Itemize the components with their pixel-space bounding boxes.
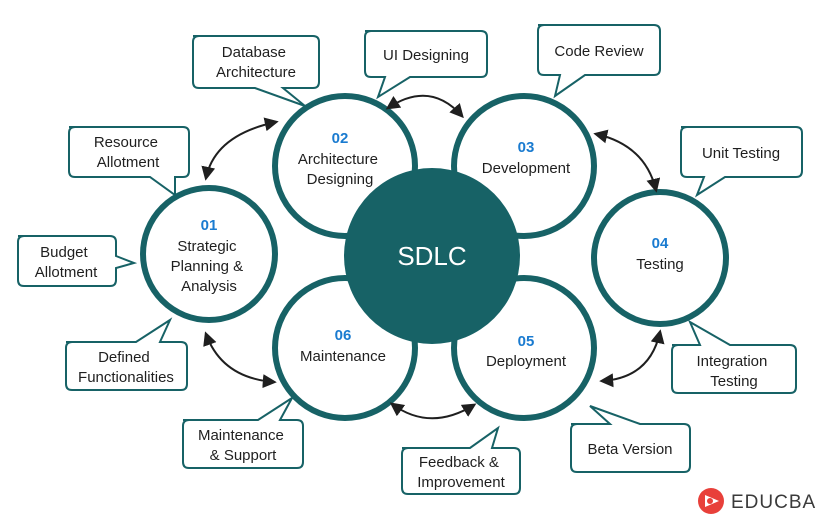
callout-unit-testing: Unit Testing: [680, 126, 803, 198]
callout-line: Testing: [710, 373, 758, 390]
callout-maintenance-support-text: Maintenance & Support: [198, 427, 288, 464]
stage-title-line: Maintenance: [300, 348, 386, 365]
stage-04-number: 04: [652, 235, 669, 252]
stage-title-line: Architecture: [298, 151, 378, 168]
sdlc-hub: [344, 168, 520, 344]
callout-maintenance-support: Maintenance & Support: [182, 397, 304, 469]
callout-resource-allotment-text: Resource Allotment: [94, 134, 162, 171]
stage-title-line: Deployment: [486, 353, 567, 370]
stage-title-line: Development: [482, 160, 571, 177]
educba-logo-icon: [698, 488, 724, 514]
callout-beta-version: Beta Version: [570, 405, 691, 473]
stage-01-title: Strategic Planning & Analysis: [171, 238, 248, 295]
callout-line: Functionalities: [78, 369, 174, 386]
stage-03-number: 03: [518, 139, 535, 156]
callout-budget-allotment: Budget Allotment: [17, 235, 138, 287]
stage-04-title: Testing: [636, 256, 684, 273]
stage-05-number: 05: [518, 333, 535, 350]
stage-03-title: Development: [482, 160, 571, 177]
callout-defined-functionalities-text: Defined Functionalities: [78, 349, 174, 386]
callout-line: Allotment: [97, 154, 160, 171]
stage-01-number: 01: [201, 217, 218, 234]
callout-beta-version-text: Beta Version: [587, 441, 672, 458]
callout-line: Architecture: [216, 64, 296, 81]
callout-ui-designing: UI Designing: [364, 30, 488, 100]
callout-integration-testing: Integration Testing: [671, 319, 797, 394]
stage-title-line: Planning &: [171, 258, 244, 275]
callout-code-review: Code Review: [537, 24, 661, 99]
callout-integration-testing-text: Integration Testing: [696, 353, 771, 390]
callout-line: Code Review: [554, 43, 643, 60]
stage-02-title: Architecture Designing: [298, 151, 382, 188]
callout-line: Integration: [696, 353, 767, 370]
stage-ring-01: [140, 185, 278, 323]
cycle-arrow-06-01: [203, 331, 277, 389]
cycle-arrow-01-02: [201, 117, 279, 181]
callout-code-review-text: Code Review: [554, 43, 643, 60]
callout-line: Defined: [98, 349, 150, 366]
callout-database-architecture: Database Architecture: [192, 35, 320, 107]
cycle-arrow-04-05: [599, 329, 665, 388]
callout-defined-functionalities: Defined Functionalities: [65, 317, 188, 391]
callout-line: UI Designing: [383, 47, 469, 64]
stage-title-line: Strategic: [177, 238, 237, 255]
callout-line: Improvement: [417, 474, 505, 491]
callout-resource-allotment: Resource Allotment: [68, 126, 190, 197]
callout-unit-testing-text: Unit Testing: [702, 145, 780, 162]
callout-line: Resource: [94, 134, 158, 151]
callout-feedback-improvement-text: Feedback & Improvement: [417, 454, 505, 491]
callout-line: Budget: [40, 244, 88, 261]
stage-title-line: Designing: [307, 171, 374, 188]
cycle-arrow-05-06: [389, 402, 477, 420]
callout-ui-designing-text: UI Designing: [383, 47, 469, 64]
stage-06-number: 06: [335, 327, 352, 344]
callout-line: Feedback &: [419, 454, 499, 471]
callout-line: Unit Testing: [702, 145, 780, 162]
callout-database-architecture-text: Database Architecture: [216, 44, 296, 81]
stage-title-line: Testing: [636, 256, 684, 273]
sdlc-hub-label: SDLC: [397, 241, 466, 271]
cycle-arrow-02-03: [385, 94, 464, 119]
callout-line: Maintenance: [198, 427, 284, 444]
educba-logo-text: EDUCBA: [731, 492, 816, 513]
callout-line: Beta Version: [587, 441, 672, 458]
callout-line: Database: [222, 44, 286, 61]
callout-feedback-improvement: Feedback & Improvement: [401, 425, 521, 495]
callout-budget-allotment-text: Budget Allotment: [35, 244, 98, 281]
callout-line: Allotment: [35, 264, 98, 281]
stage-02-number: 02: [332, 130, 349, 147]
stage-05-title: Deployment: [486, 353, 567, 370]
callout-line: & Support: [210, 447, 278, 464]
stage-06-title: Maintenance: [300, 348, 386, 365]
stage-title-line: Analysis: [181, 278, 237, 295]
educba-logo: EDUCBA: [698, 488, 816, 514]
cycle-arrow-03-04: [593, 129, 661, 193]
